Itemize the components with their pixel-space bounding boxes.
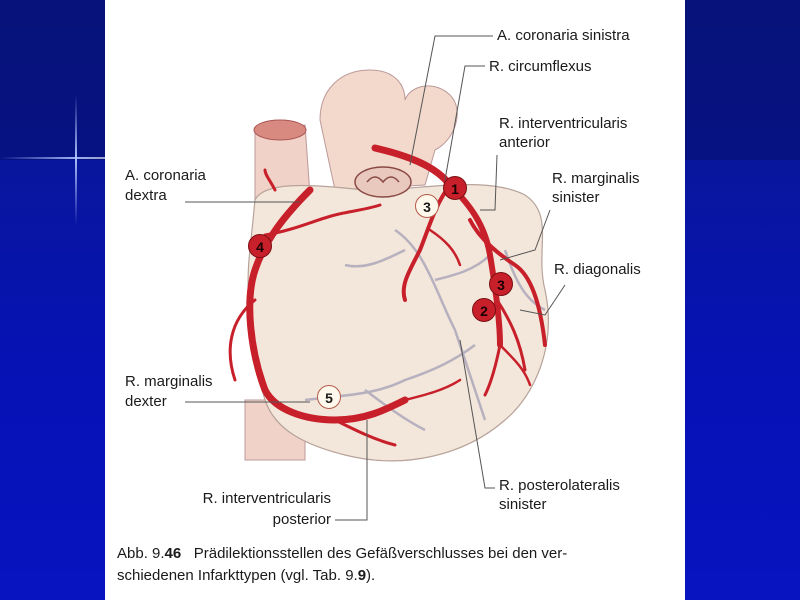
label-r-interventricularis-posterior-1: R. interventricularis xyxy=(202,490,331,507)
marker-4: 4 xyxy=(248,234,272,258)
caption-line-1: Abb. 9.46 Prädilektionsstellen des Gefäß… xyxy=(117,543,677,565)
label-r-interventricularis-posterior-2: posterior xyxy=(272,511,331,528)
label-r-circumflexus: R. circumflexus xyxy=(489,58,592,75)
figure-panel: 1 2 3 3 4 5 A. coronaria sinistra R. cir… xyxy=(105,0,685,600)
caption-ref: 9 xyxy=(357,567,367,584)
label-r-marginalis-sinister-1: R. marginalis xyxy=(552,170,640,187)
leader-lines xyxy=(185,35,566,521)
caption-line-2: schiedenen Infarkttypen (vgl. Tab. 9.9). xyxy=(117,565,677,587)
label-r-diagonalis: R. diagonalis xyxy=(554,261,641,278)
label-a-coronaria-dextra-2: dextra xyxy=(125,187,167,204)
caption-abb-prefix: Abb. 9. xyxy=(117,545,165,562)
decorative-line-vertical xyxy=(75,95,77,225)
label-r-posterolateralis-sinister-1: R. posterolateralis xyxy=(499,477,620,494)
label-r-interventricularis-anterior-1: R. interventricularis xyxy=(499,115,628,132)
label-r-marginalis-dexter-2: dexter xyxy=(125,393,167,410)
label-r-posterolateralis-sinister-2: sinister xyxy=(499,496,547,513)
decorative-line-horizontal xyxy=(0,157,105,159)
caption-text-2a: schiedenen Infarkttypen (vgl. Tab. 9. xyxy=(117,567,358,584)
marker-1: 1 xyxy=(443,176,467,200)
marker-5: 5 xyxy=(317,385,341,409)
figure-caption: Abb. 9.46 Prädilektionsstellen des Gefäß… xyxy=(117,543,677,587)
label-r-marginalis-dexter-1: R. marginalis xyxy=(125,373,213,390)
label-r-marginalis-sinister-2: sinister xyxy=(552,189,600,206)
marker-3-red: 3 xyxy=(489,272,513,296)
label-a-coronaria-sinistra: A. coronaria sinistra xyxy=(497,27,630,44)
marker-3-white: 3 xyxy=(415,194,439,218)
marker-2: 2 xyxy=(472,298,496,322)
vena-cava-opening xyxy=(253,119,307,141)
caption-text-1: Prädilektionsstellen des Gefäßverschluss… xyxy=(193,545,568,562)
caption-abb-number: 46 xyxy=(164,545,182,562)
label-a-coronaria-dextra-1: A. coronaria xyxy=(125,167,206,184)
heart-body xyxy=(247,184,549,462)
caption-text-2b: ). xyxy=(366,567,376,584)
label-r-interventricularis-anterior-2: anterior xyxy=(499,134,550,151)
